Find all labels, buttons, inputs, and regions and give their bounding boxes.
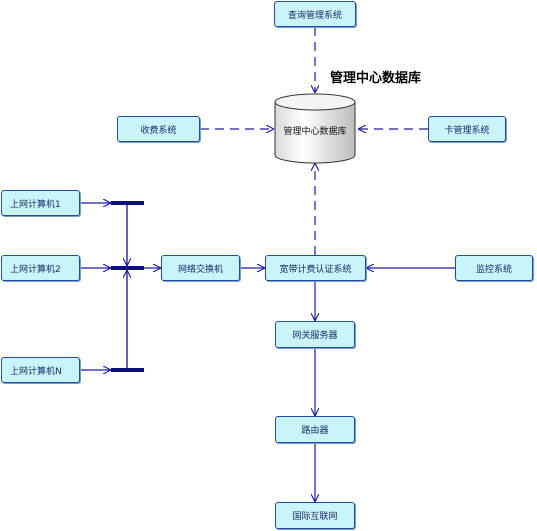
auth-system-node[interactable]: 宽带计费认证系统 xyxy=(265,255,366,281)
billing-system-node[interactable]: 收费系统 xyxy=(117,116,200,142)
card-system-node[interactable]: 卡管理系统 xyxy=(428,116,506,142)
pc1-node[interactable]: 上网计算机1 xyxy=(1,190,80,216)
query-system-node[interactable]: 查询管理系统 xyxy=(274,1,356,27)
pcn-node[interactable]: 上网计算机N xyxy=(1,357,80,383)
internet-node[interactable]: 国际互联网 xyxy=(275,502,355,529)
switch-node[interactable]: 网络交换机 xyxy=(161,255,240,281)
database-title: 管理中心数据库 xyxy=(330,71,422,86)
bus-bar-1 xyxy=(111,201,144,205)
pc2-node[interactable]: 上网计算机2 xyxy=(1,255,80,281)
gateway-node[interactable]: 网关服务器 xyxy=(275,321,355,348)
router-node[interactable]: 路由器 xyxy=(275,416,355,443)
monitor-system-node[interactable]: 监控系统 xyxy=(455,255,533,281)
database-cylinder xyxy=(274,93,356,164)
database-label: 管理中心数据库 xyxy=(283,127,347,137)
bus-bar-n xyxy=(111,368,144,372)
